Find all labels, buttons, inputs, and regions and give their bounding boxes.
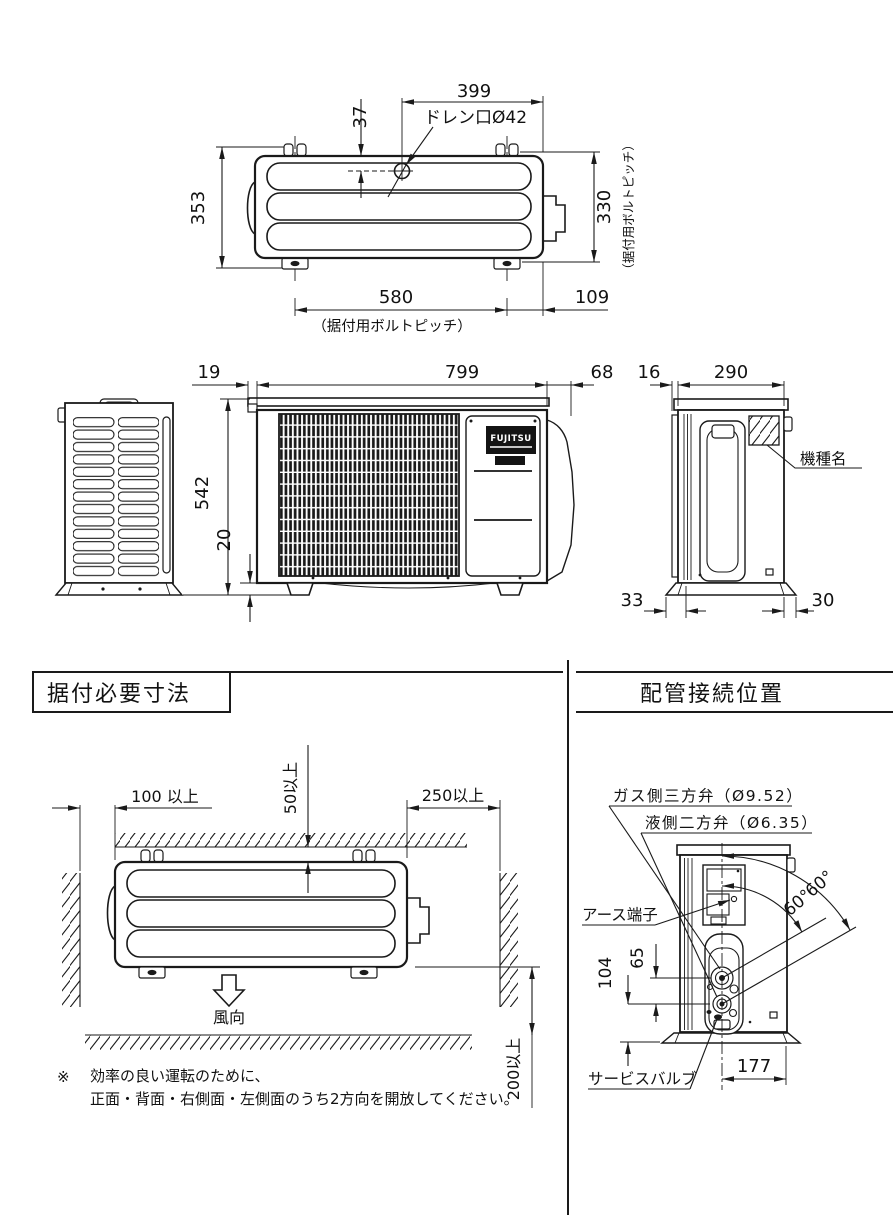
dim-back-clearance: 50以上 (281, 762, 300, 814)
dim-bolt-pitch-depth: 330 (594, 190, 615, 224)
bolt-pitch-label-side: （据付用ボルトピッチ） (621, 138, 636, 276)
dim-valve-height: 104 (596, 957, 616, 989)
gas-valve-callout: ガス側三方弁（Ø9.52） (608, 787, 803, 970)
note-line1: 効率の良い運転のために、 (90, 1067, 270, 1085)
dim-valve-offset: 177 (737, 1056, 771, 1077)
gas-valve-label: ガス側三方弁（Ø9.52） (613, 787, 803, 805)
install-clearance-diagram: 100 以上 50以上 250以上 風向 200以上 ※ 効率の良い運転のために… (52, 745, 540, 1108)
bolt-pitch-label-bottom: （据付用ボルトピッチ） (312, 318, 472, 335)
dim-width: 799 (445, 362, 479, 383)
liquid-valve-callout: 液側二方弁（Ø6.35） (640, 814, 818, 998)
wind-direction-arrow (212, 974, 246, 1008)
dim-front-clearance: 200以上 (504, 1038, 523, 1101)
service-valve-callout: サービスバルブ (588, 1018, 718, 1090)
dim-top-width: 399 (457, 81, 491, 102)
earth-terminal-callout: アース端子 (582, 899, 731, 926)
dim-valve-gap: 65 (628, 947, 648, 969)
dim-drain-offset: 37 (350, 106, 371, 129)
dim-front-flap: 16 (638, 362, 661, 383)
dim-foot-height: 20 (214, 529, 235, 552)
dim-foot-left: 33 (621, 590, 644, 611)
piping-section-title: 配管接続位置 (640, 682, 784, 707)
dim-foot-right: 30 (812, 590, 835, 611)
handle-channel (699, 420, 746, 582)
dim-cap-overhang: 19 (198, 362, 221, 383)
model-sub-badge (495, 456, 525, 465)
service-valve-label: サービスバルブ (588, 1069, 697, 1088)
dim-side-depth: 290 (714, 362, 748, 383)
dim-bolt-pitch-width: 580 (379, 287, 413, 308)
front-view-drawing: FUJITSU 19 799 68 542 20 (183, 362, 613, 622)
install-section-title: 据付必要寸法 (47, 682, 191, 707)
model-name-label: 機種名 (800, 450, 847, 468)
note-mark: ※ (57, 1068, 70, 1086)
liquid-valve-label: 液側二方弁（Ø6.35） (645, 814, 818, 832)
dim-right-offset: 109 (575, 287, 609, 308)
note-line2: 正面・背面・右側面・左側面のうち2方向を開放してください。 (90, 1090, 519, 1108)
terminal-box (702, 864, 746, 926)
dim-right-clearance: 250以上 (422, 786, 485, 805)
right-side-view-drawing: 機種名 16 290 33 30 (621, 362, 862, 618)
model-name-patch (748, 415, 780, 446)
fujitsu-logo-badge: FUJITSU (486, 426, 536, 465)
left-side-view-drawing (54, 398, 184, 596)
drain-port (387, 161, 413, 198)
wind-label: 風向 (213, 1008, 245, 1027)
unit-top-outline (106, 849, 430, 979)
walls (62, 833, 518, 1050)
piping-connection-diagram: 60° 60° ガス側三方弁（Ø9.52） 液側二方弁（Ø6.35） アース端子… (582, 787, 857, 1090)
dim-depth: 353 (188, 191, 209, 225)
top-view-drawing: 399 37 ドレン口Ø42 353 330 （据付用ボルトピッチ） 580 1… (188, 81, 636, 335)
dim-left-clearance: 100 以上 (131, 787, 199, 806)
dim-height: 542 (192, 476, 213, 510)
brand-logo-text: FUJITSU (490, 434, 531, 444)
earth-terminal-label: アース端子 (582, 906, 658, 924)
drain-label: ドレン口Ø42 (424, 108, 527, 128)
dim-side-gap: 68 (591, 362, 614, 383)
section-headers: 据付必要寸法 配管接続位置 (32, 660, 893, 1215)
